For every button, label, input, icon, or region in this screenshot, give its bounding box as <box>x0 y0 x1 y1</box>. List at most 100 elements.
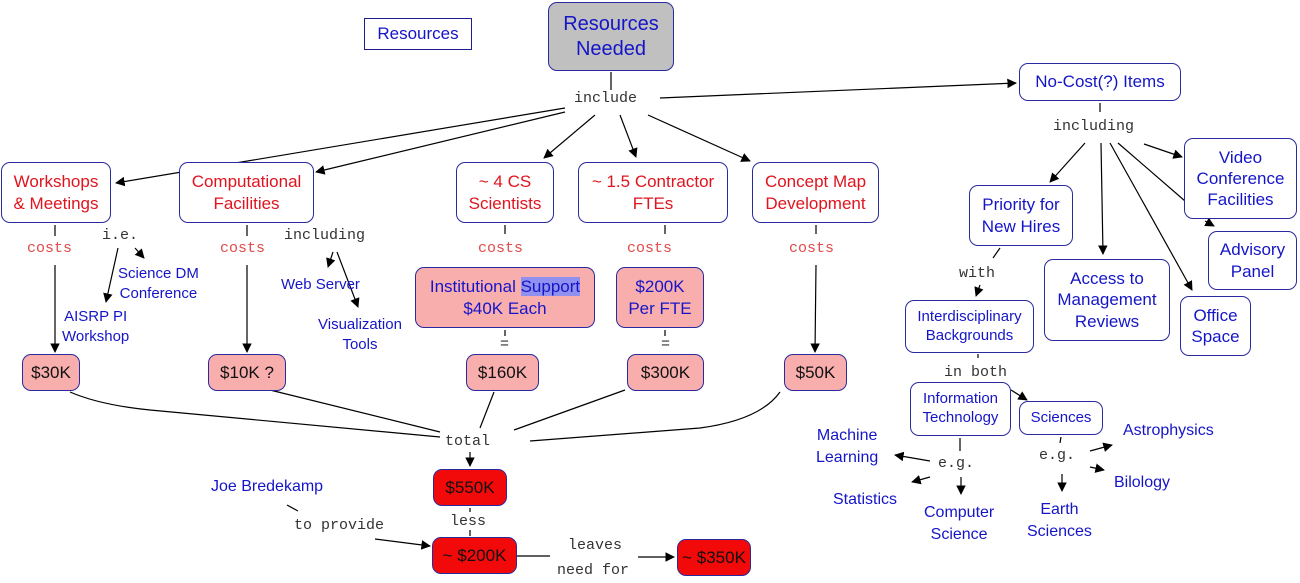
node-advisory-panel[interactable]: Advisory Panel <box>1208 231 1297 290</box>
node-provided-label: ~ $200K <box>442 545 507 565</box>
node-sciences-label: Sciences <box>1030 408 1092 426</box>
node-no-cost[interactable]: No-Cost(?) Items <box>1019 63 1181 101</box>
connector <box>286 504 299 512</box>
node-provided[interactable]: ~ $200K <box>432 537 517 574</box>
root-node-label: Resources Needed <box>563 12 659 60</box>
node-workshops[interactable]: Workshops & Meetings <box>1 162 111 223</box>
connector <box>1117 142 1186 202</box>
link-costs: costs <box>218 240 268 257</box>
example-computer-science: Computer Science <box>924 504 995 543</box>
connector <box>269 389 441 433</box>
example-visualization-tools: Visualization Tools <box>318 316 402 354</box>
cost-contractor-label: $300K <box>640 362 691 382</box>
example-astrophysics: Astrophysics <box>1123 422 1214 439</box>
connector <box>894 451 931 462</box>
example-earth-sciences: Earth Sciences <box>1027 501 1092 540</box>
node-institutional-support[interactable]: Institutional Support $40K Each <box>415 267 595 328</box>
cost-concept-map[interactable]: $50K <box>784 354 847 391</box>
node-access-label: Access to Management Reviews <box>1057 269 1157 331</box>
node-remaining[interactable]: ~ $350K <box>677 539 751 576</box>
node-priority-new-hires[interactable]: Priority for New Hires <box>969 185 1073 246</box>
node-cs-scientists[interactable]: ~ 4 CS Scientists <box>456 162 554 223</box>
node-advisory-label: Advisory Panel <box>1219 240 1286 281</box>
node-information-technology[interactable]: Information Technology <box>910 382 1011 436</box>
example-statistics: Statistics <box>833 491 898 508</box>
node-interdisciplinary[interactable]: Interdisciplinary Backgrounds <box>905 300 1034 353</box>
link-ie: i.e. <box>100 227 141 244</box>
link-to-provide: to provide <box>292 517 387 534</box>
node-total-label: $550K <box>445 477 495 497</box>
link-need-for: need for <box>555 562 632 579</box>
node-cs-scientists-label: ~ 4 CS Scientists <box>468 172 542 213</box>
node-per-fte-label: $200K Per FTE <box>628 277 692 318</box>
link-costs: costs <box>25 240 75 257</box>
link-total: total <box>443 433 493 450</box>
link-costs: costs <box>476 240 526 257</box>
link-eg: e.g. <box>1037 447 1078 464</box>
example-machine-learning: Machine Learning <box>816 427 879 466</box>
link-including: including <box>1051 118 1137 135</box>
cost-cs-scientists[interactable]: $160K <box>466 354 539 391</box>
node-priority-label: Priority for New Hires <box>981 195 1061 236</box>
cost-workshops[interactable]: $30K <box>22 354 80 391</box>
connector <box>1089 463 1105 473</box>
node-video-conference[interactable]: Video Conference Facilities <box>1184 138 1297 219</box>
node-concept-map[interactable]: Concept Map Development <box>752 162 879 223</box>
node-computational[interactable]: Computational Facilities <box>179 162 314 223</box>
link-leaves: leaves <box>566 537 625 554</box>
connector <box>69 391 441 438</box>
node-office-space[interactable]: Office Space <box>1180 296 1251 356</box>
connector <box>315 111 566 175</box>
node-remaining-label: ~ $350K <box>682 547 746 567</box>
node-it-label: Information Technology <box>922 390 999 426</box>
example-web-server: Web Server <box>281 276 360 293</box>
root-node[interactable]: Resources Needed <box>548 2 674 71</box>
link-include: include <box>572 90 640 107</box>
node-access-reviews[interactable]: Access to Management Reviews <box>1044 259 1170 341</box>
connector <box>1109 142 1193 291</box>
connector <box>479 391 495 429</box>
connector <box>1049 142 1086 183</box>
connector <box>103 247 119 303</box>
detail-pre: Institutional <box>429 277 521 297</box>
connector <box>336 251 360 308</box>
resources-title-box: Resources <box>364 18 472 50</box>
link-in-both: in both <box>942 364 1010 381</box>
connector <box>992 247 1001 259</box>
connector <box>326 251 336 268</box>
cost-computational-label: $10K ? <box>220 362 274 382</box>
cost-cs-label: $160K <box>477 362 528 382</box>
cost-workshops-label: $30K <box>31 362 71 382</box>
connector <box>1143 143 1183 159</box>
connector <box>374 538 431 550</box>
institutional-support-text: Institutional Support $40K Each <box>429 276 581 319</box>
connector <box>543 114 596 159</box>
node-per-fte[interactable]: $200K Per FTE <box>616 267 704 328</box>
connector <box>513 389 626 431</box>
connector <box>134 247 145 259</box>
node-office-label: Office Space <box>1191 305 1240 346</box>
cost-computational[interactable]: $10K ? <box>208 354 286 391</box>
node-contractor[interactable]: ~ 1.5 Contractor FTEs <box>578 162 728 223</box>
connector <box>1059 436 1062 444</box>
example-biology: Bilology <box>1114 474 1171 491</box>
resources-title-text: Resources <box>377 24 459 44</box>
connector <box>974 284 984 297</box>
provider-name: Joe Bredekamp <box>211 478 324 495</box>
node-interdisciplinary-label: Interdisciplinary Backgrounds <box>917 307 1022 344</box>
link-equals: = <box>659 336 673 353</box>
node-video-label: Video Conference Facilities <box>1196 147 1285 210</box>
cost-concept-map-label: $50K <box>795 362 836 382</box>
example-aisrp-workshop: AISRP PI Workshop <box>62 308 130 346</box>
node-total[interactable]: $550K <box>433 469 507 506</box>
connector <box>1010 389 1028 401</box>
connector <box>1204 217 1215 227</box>
detail-post: $40K Each <box>463 298 547 318</box>
node-computational-label: Computational Facilities <box>191 172 302 213</box>
connector <box>647 114 751 162</box>
connector <box>659 78 1017 99</box>
connector <box>810 264 820 353</box>
node-sciences[interactable]: Sciences <box>1019 401 1103 435</box>
cost-contractor[interactable]: $300K <box>627 354 704 391</box>
